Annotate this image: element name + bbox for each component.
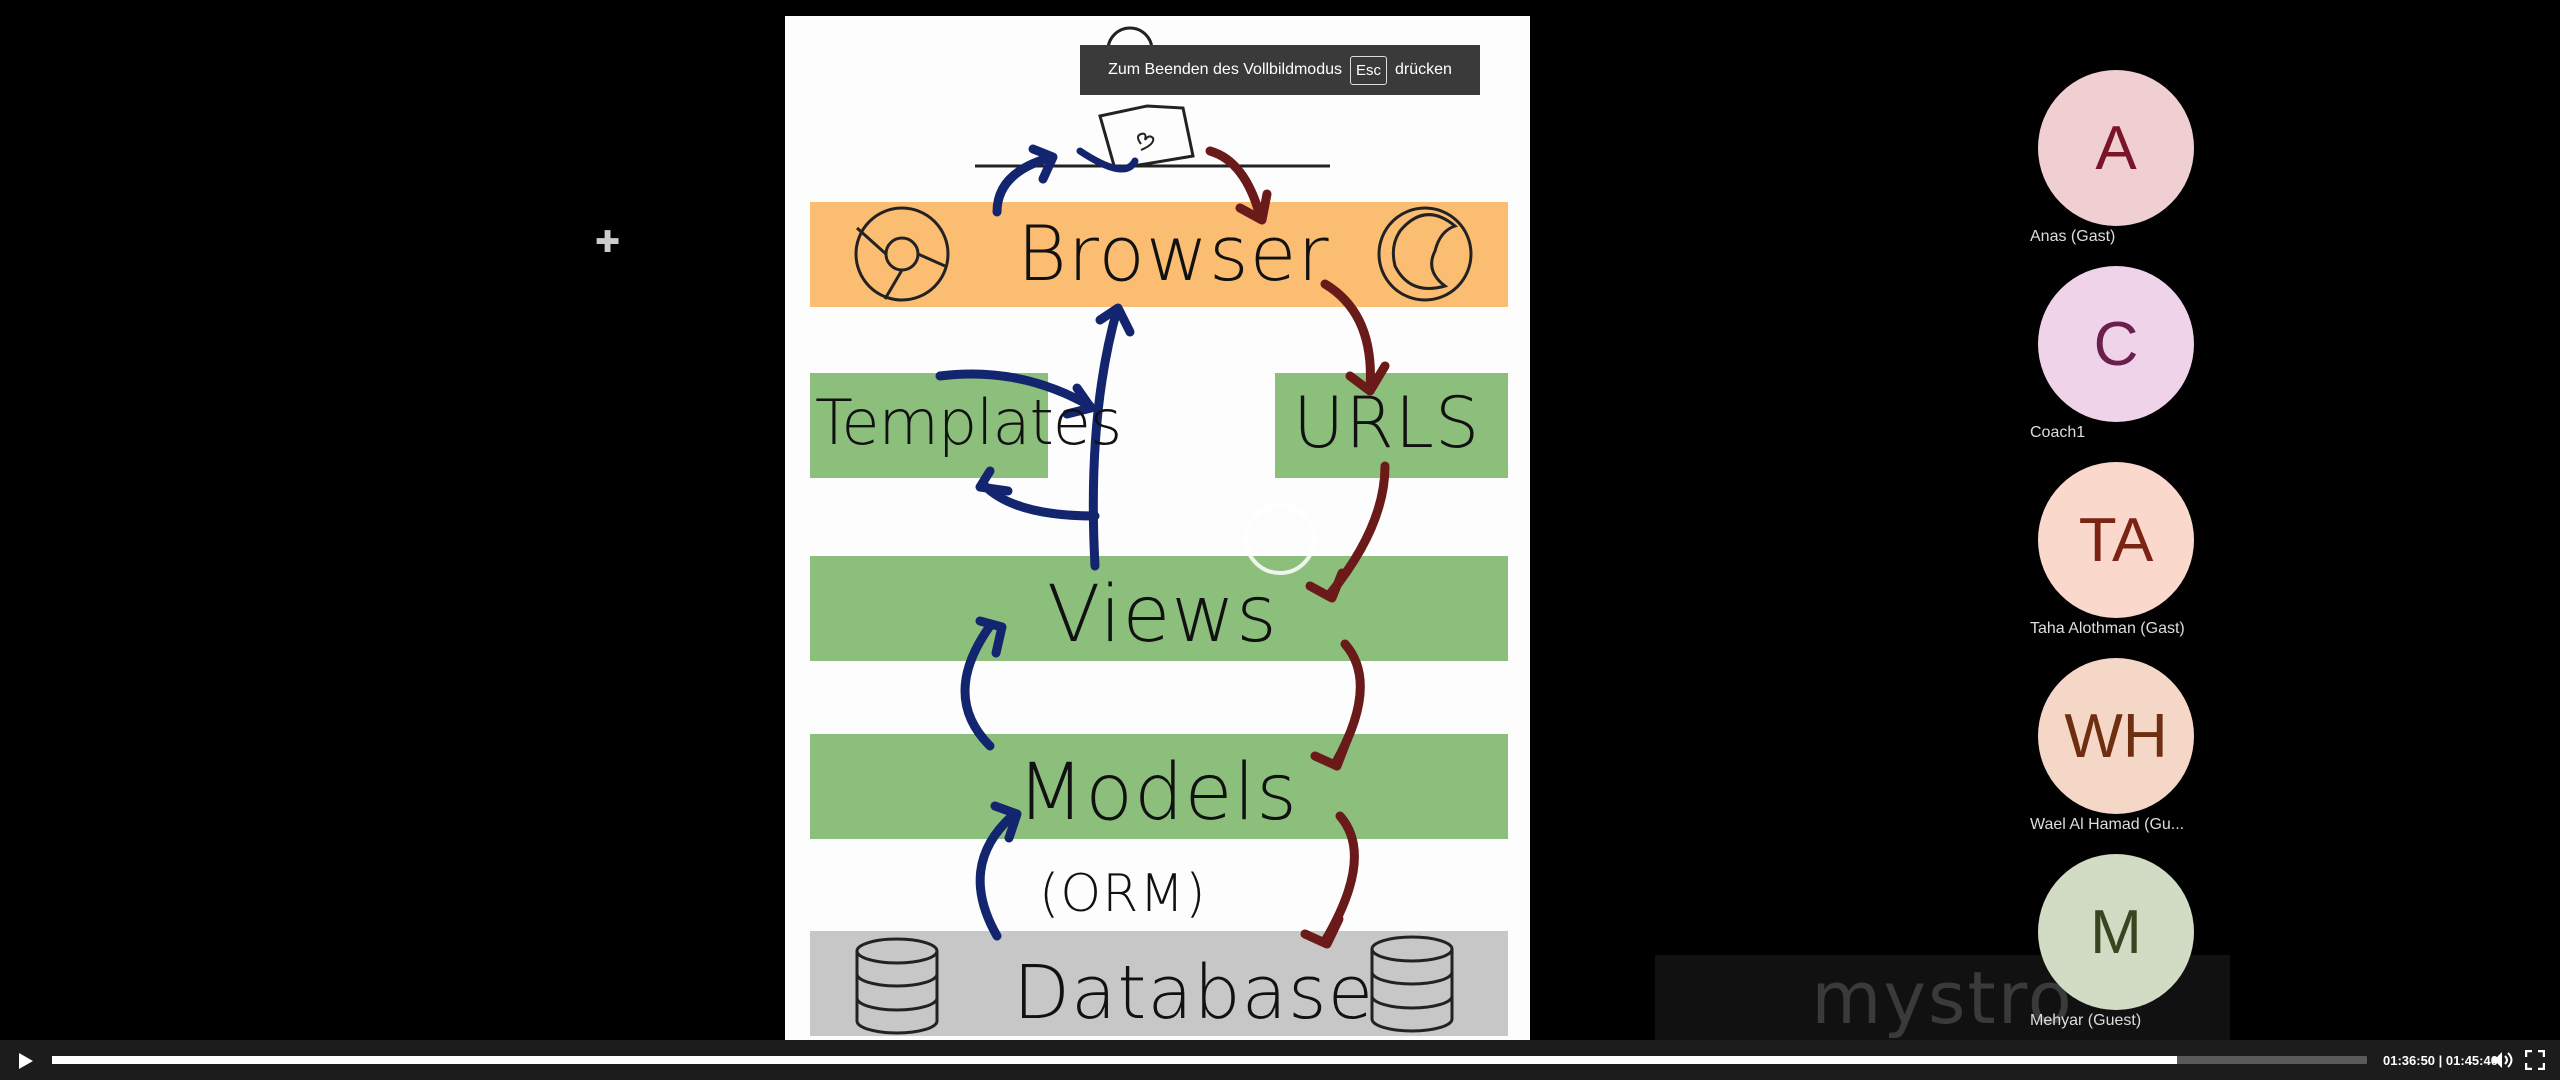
fullscreen-button[interactable] [2524,1049,2546,1071]
participant-name: Anas (Gast) [2030,228,2116,245]
avatar: TA [2038,462,2194,618]
templates-label: Templates [815,386,1122,459]
diagram-drawing [854,26,1473,1035]
views-band [810,556,1508,661]
progress-bar-fill [52,1056,2178,1064]
video-controls-bar: 01:36:50 | 01:45:40 [0,1040,2560,1080]
chrome-icon [854,206,950,302]
avatar: A [2038,70,2194,226]
views-label: Views [1047,570,1278,660]
urls-band [1275,373,1508,478]
lecture-slide: You Browser Templates URLS Views Models … [785,16,1530,1050]
time-display: 01:36:50 | 01:45:40 [2383,1053,2498,1068]
browser-label: Browser [1017,209,1330,298]
avatar: C [2038,266,2194,422]
avatar: M [2038,854,2194,1010]
volume-button[interactable] [2490,1049,2514,1071]
database-icon-right [1370,935,1454,1033]
participant-name: Taha Alothman (Gast) [2030,620,2185,637]
participant-tile[interactable]: M Mehyar (Guest) [2030,854,2230,1030]
database-label: Database [1013,950,1375,1036]
urls-label: URLS [1293,382,1481,464]
participant-tile[interactable]: TA Taha Alothman (Gast) [2030,462,2230,638]
models-band [810,734,1508,839]
participant-tile[interactable]: WH Wael Al Hamad (Gu... [2030,658,2230,834]
fullscreen-exit-notice: Zum Beenden des Vollbildmodus Esc drücke… [1080,45,1480,95]
firefox-icon [1377,206,1473,302]
progress-bar[interactable] [52,1056,2367,1064]
play-icon [19,1053,33,1069]
fullscreen-notice-suffix: drücken [1395,61,1452,78]
avatar: WH [2038,658,2194,814]
participant-name: Coach1 [2030,424,2086,441]
models-label: Models [1017,748,1298,838]
participant-tile[interactable]: C Coach1 [2030,266,2230,442]
fullscreen-notice-text: Zum Beenden des Vollbildmodus [1108,61,1342,78]
plus-cursor-icon: ✚ [595,226,621,259]
play-button[interactable] [14,1050,36,1072]
participant-name: Wael Al Hamad (Gu... [2030,816,2185,833]
request-flow-arrows [1205,146,1390,949]
video-pause-overlay-icon [1244,503,1316,575]
response-flow-arrows [935,144,1139,941]
templates-band [810,373,1048,478]
participant-tile[interactable]: A Anas (Gast) [2030,70,2230,246]
participant-name: Mehyar (Guest) [2030,1012,2142,1029]
orm-label: (ORM) [1039,864,1207,924]
fullscreen-icon [2524,1049,2546,1071]
volume-icon [2492,1052,2513,1068]
database-icon-left [855,937,939,1035]
esc-key-badge: Esc [1349,55,1387,85]
browser-band [810,202,1508,307]
